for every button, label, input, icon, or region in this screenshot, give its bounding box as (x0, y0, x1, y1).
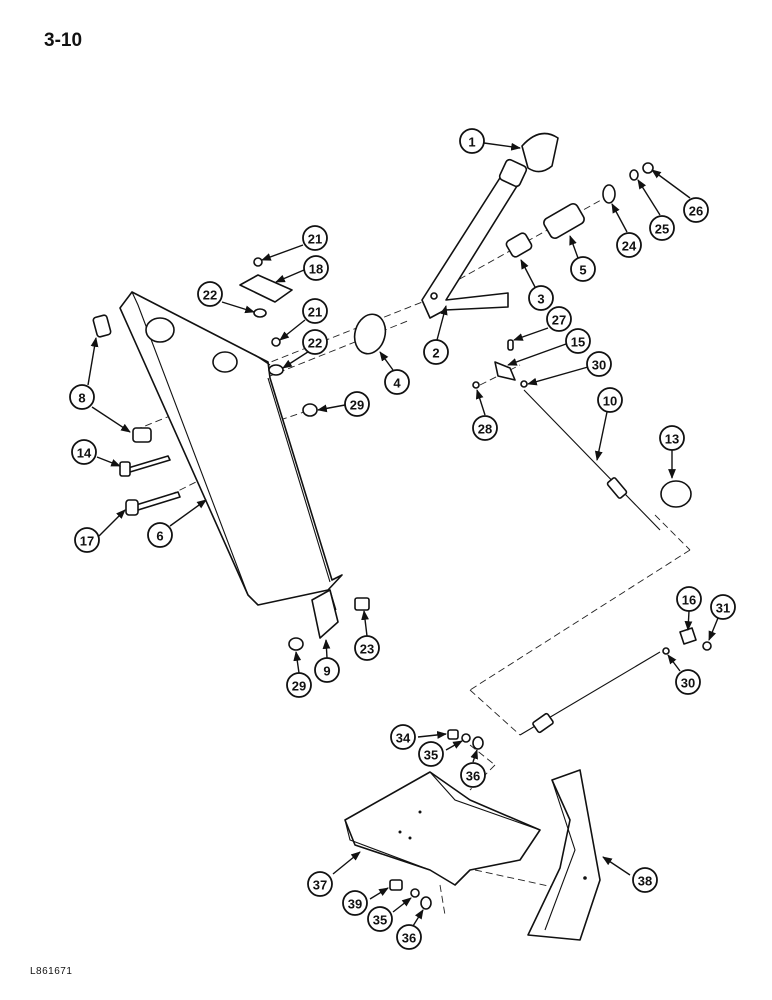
cover-plate (344, 771, 541, 886)
svg-text:29: 29 (350, 398, 364, 413)
callout-3: 3 (528, 285, 554, 311)
svg-text:2: 2 (432, 346, 439, 361)
svg-text:5: 5 (579, 263, 586, 278)
svg-text:9: 9 (323, 664, 330, 679)
knob (521, 132, 559, 173)
svg-text:36: 36 (466, 769, 480, 784)
callout-1: 1 (459, 128, 485, 154)
callout-24: 24 (616, 232, 642, 258)
svg-text:21: 21 (308, 305, 322, 320)
disc (353, 313, 387, 355)
bracket-assembly (239, 257, 318, 417)
mounting-plate (92, 291, 343, 606)
callout-14: 14 (71, 439, 97, 465)
callout-21a: 21 (302, 225, 328, 251)
callout-30a: 30 (586, 351, 612, 377)
callout-27: 27 (546, 306, 572, 332)
callout-13: 13 (659, 425, 685, 451)
callout-21b: 21 (302, 298, 328, 324)
side-shield (527, 769, 601, 941)
callout-35a: 35 (418, 741, 444, 767)
svg-text:35: 35 (373, 913, 387, 928)
svg-text:24: 24 (622, 239, 637, 254)
callout-18: 18 (303, 255, 329, 281)
svg-text:23: 23 (360, 642, 374, 657)
svg-text:28: 28 (478, 422, 492, 437)
linkage-parts (472, 339, 528, 389)
svg-text:25: 25 (655, 222, 669, 237)
svg-text:8: 8 (78, 391, 85, 406)
svg-text:17: 17 (80, 534, 94, 549)
lever (421, 158, 528, 319)
callout-9: 9 (314, 657, 340, 683)
hardware-top (447, 729, 484, 750)
callout-23: 23 (354, 635, 380, 661)
callout-22b: 22 (302, 329, 328, 355)
svg-text:6: 6 (156, 529, 163, 544)
callout-10: 10 (597, 387, 623, 413)
svg-text:29: 29 (292, 679, 306, 694)
svg-text:15: 15 (571, 335, 585, 350)
grommet (660, 480, 692, 508)
svg-text:37: 37 (313, 878, 327, 893)
svg-text:10: 10 (603, 394, 617, 409)
svg-text:13: 13 (665, 432, 679, 447)
callout-8: 8 (69, 384, 95, 410)
svg-text:27: 27 (552, 313, 566, 328)
callout-35b: 35 (367, 906, 393, 932)
callout-2: 2 (423, 339, 449, 365)
svg-text:16: 16 (682, 593, 696, 608)
svg-text:4: 4 (393, 376, 401, 391)
callout-6: 6 (147, 522, 173, 548)
svg-text:1: 1 (468, 135, 475, 150)
leader-lines (87, 142, 719, 927)
figure-id: L861671 (30, 966, 73, 977)
svg-text:30: 30 (681, 676, 695, 691)
callout-28: 28 (472, 415, 498, 441)
svg-text:30: 30 (592, 358, 606, 373)
callout-38: 38 (632, 867, 658, 893)
callout-26: 26 (683, 197, 709, 223)
svg-text:36: 36 (402, 931, 416, 946)
svg-text:18: 18 (309, 262, 323, 277)
callout-29a: 29 (344, 391, 370, 417)
svg-text:39: 39 (348, 897, 362, 912)
callout-37: 37 (307, 871, 333, 897)
svg-text:22: 22 (203, 288, 217, 303)
callout-31: 31 (710, 594, 736, 620)
hardware-bottom (389, 879, 432, 910)
callout-4: 4 (384, 369, 410, 395)
callout-36a: 36 (460, 762, 486, 788)
callout-16: 16 (676, 586, 702, 612)
svg-text:26: 26 (689, 204, 703, 219)
callout-5: 5 (570, 256, 596, 282)
small-bracket (288, 589, 370, 651)
svg-text:14: 14 (77, 446, 92, 461)
page-number: 3-10 (44, 30, 83, 51)
callout-36b: 36 (396, 924, 422, 950)
svg-text:34: 34 (396, 731, 411, 746)
callout-17: 17 (74, 527, 100, 553)
callout-39: 39 (342, 890, 368, 916)
svg-text:3: 3 (537, 292, 544, 307)
callout-25: 25 (649, 215, 675, 241)
callout-30b: 30 (675, 669, 701, 695)
callout-29b: 29 (286, 672, 312, 698)
callout-34: 34 (390, 724, 416, 750)
callout-15: 15 (565, 328, 591, 354)
control-rod (523, 389, 661, 531)
svg-text:21: 21 (308, 232, 322, 247)
svg-text:31: 31 (716, 601, 730, 616)
callout-22a: 22 (197, 281, 223, 307)
svg-text:35: 35 (424, 748, 438, 763)
shaft-parts (505, 162, 654, 258)
svg-text:38: 38 (638, 874, 652, 889)
svg-text:22: 22 (308, 336, 322, 351)
lower-rod (519, 627, 712, 736)
bolts (119, 455, 181, 516)
